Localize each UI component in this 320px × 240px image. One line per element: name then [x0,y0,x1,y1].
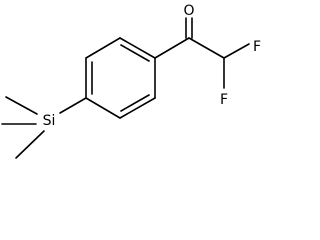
ring-to-silicon-bond [59,97,87,114]
carbonyl-double-bond [185,17,193,39]
ring-to-carbonyl-bond [154,37,190,59]
benzene-ring [85,37,156,119]
si-methyl-bottom-bond [15,130,45,159]
fluorine-top-atom-label: F [253,39,261,55]
chemical-structure-diagram: O F F Si [1,3,261,159]
silicon-atom-label: Si [43,113,56,129]
ring-inner-double-bond-1 [120,44,150,62]
ring-bond-4 [85,97,121,119]
ring-inner-double-bond-2 [120,94,150,112]
ring-bond-6 [85,37,121,59]
oxygen-atom-label: O [183,3,194,19]
c-f-top-bond [223,43,250,59]
ring-bond-1 [119,37,156,59]
fluorine-bottom-atom-label: F [220,92,228,108]
carbonyl-to-chf2-bond [188,37,225,59]
si-methyl-top-bond [5,96,38,115]
ring-bond-3 [119,97,156,119]
